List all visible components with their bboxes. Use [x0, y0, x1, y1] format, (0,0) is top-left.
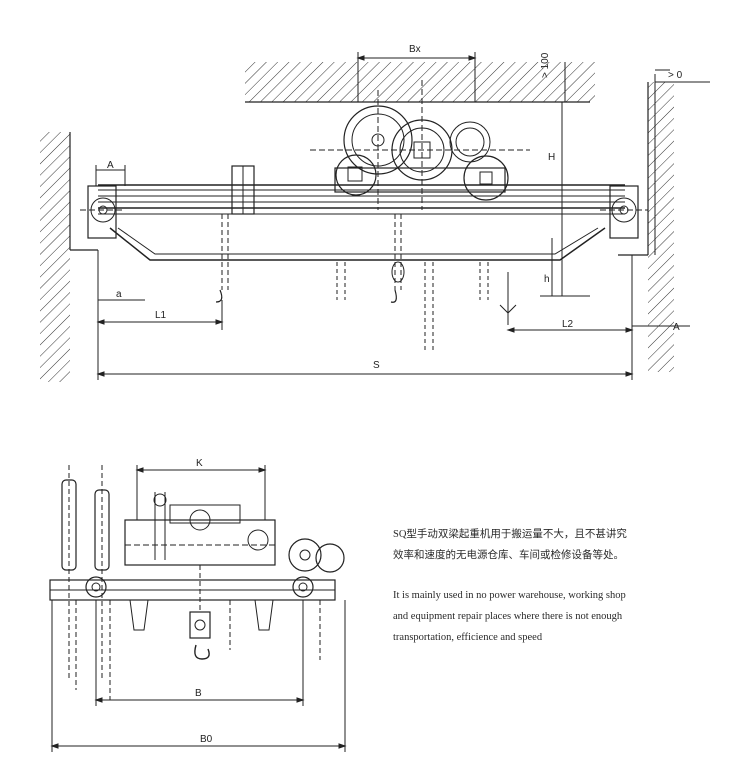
label-bx: Bx: [409, 44, 421, 55]
label-a-left: A: [107, 160, 114, 171]
description-en-line2: and equipment repair places where there …: [393, 611, 623, 622]
label-l1: L1: [155, 310, 167, 321]
right-end-carriage: [609, 185, 639, 239]
description-en-line1: It is mainly used in no power warehouse,…: [393, 590, 626, 601]
label-b0: B0: [200, 734, 213, 745]
description-zh-line2: 效率和速度的无电源仓库、车间或检修设备等处。: [393, 550, 624, 561]
description-chinese: SQ型手动双梁起重机用于搬运量不大，且不甚讲究 效率和速度的无电源仓库、车间或检…: [393, 524, 693, 566]
top-elevation-view: [40, 52, 710, 382]
label-s: S: [373, 360, 380, 371]
label-h-small: h: [544, 274, 550, 285]
trolley-gear-assembly: [310, 80, 530, 210]
side-wheel-left-icon: [85, 576, 107, 598]
left-end-carriage: [87, 185, 117, 239]
side-hook-icon: [194, 644, 210, 660]
trolley-frame: [124, 519, 276, 566]
label-a-small: a: [116, 289, 122, 300]
side-hook-block: [189, 611, 211, 639]
left-wall-hatch: [40, 132, 70, 382]
ceiling-hatch: [245, 62, 595, 102]
description-english: It is mainly used in no power warehouse,…: [393, 585, 693, 648]
label-l2: L2: [562, 319, 574, 330]
hook-block-icon: [391, 261, 405, 283]
right-wall-hatch: [648, 82, 674, 372]
label-h-big: H: [548, 152, 555, 163]
label-gt100: > 100: [540, 52, 551, 78]
side-elevation-view: [49, 465, 347, 752]
side-wheel-right-icon: [292, 576, 314, 598]
description-en-line3: transportation, efficience and speed: [393, 632, 543, 643]
label-k: K: [196, 458, 203, 469]
label-a-right: A: [673, 322, 680, 333]
description-zh-line1: SQ型手动双梁起重机用于搬运量不大，且不甚讲究: [393, 529, 627, 540]
label-gt0: > 0: [668, 70, 683, 81]
hook-icon: [215, 289, 223, 303]
label-b: B: [195, 688, 202, 699]
